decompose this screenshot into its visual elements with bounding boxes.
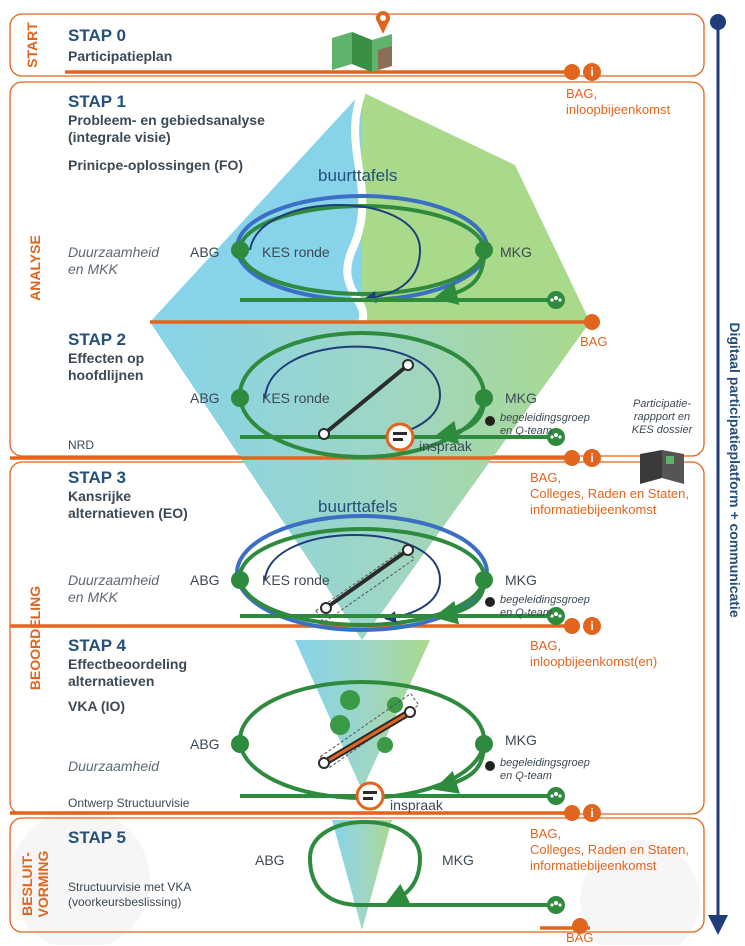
section-besluitvorming-label: BESLUIT-VORMING [19,850,51,918]
stap3-label: STAP 3 [68,468,126,487]
svg-text:i: i [590,806,593,820]
bag-info-icons: i i i i [564,63,601,934]
section-beoordeling-label: BEOORDELING [27,585,43,691]
kes-label-1: KES ronde [262,244,330,260]
stap4-label: STAP 4 [68,636,126,655]
background-texture [10,810,700,945]
stap1-title: Probleem- en gebiedsanalyse(integrale vi… [68,112,265,145]
begeleiding-dots [485,416,495,771]
mkg-label-1: MKG [500,244,532,260]
abg-label-4: ABG [190,736,220,752]
funnel-stap5 [332,820,392,930]
side-label: Digitaal participatieplatform + communic… [727,322,743,618]
inspraak-label-1: inspraak [419,438,472,454]
inspraak-bubbles [355,422,415,811]
note-bag-4: BAG,inloopbijeenkomst(en) [530,638,658,669]
stap4-note: Duurzaamheid [68,758,160,774]
svg-text:i: i [590,65,593,79]
inspraak-label-2: inspraak [390,797,443,813]
buurttafels-label-1: buurttafels [318,166,398,185]
note-bag-5: BAG,Colleges, Raden en Staten,informatie… [530,826,689,873]
map-icon [332,11,392,72]
trees-icon [330,690,403,753]
stap5-label: STAP 5 [68,828,126,847]
nrd-label: NRD [68,438,94,452]
section-frame-start [9,13,705,77]
abg-label-5: ABG [255,852,285,868]
kes-label-2: KES ronde [262,390,330,406]
mkg-label-4: MKG [505,732,537,748]
triangle-stap1 [150,92,362,322]
abg-label-2: ABG [190,390,220,406]
kes-label-3: KES ronde [262,572,330,588]
stap2-label: STAP 2 [68,330,126,349]
stap0-title: Participatieplan [68,48,173,64]
note-bag-2: BAG [580,334,608,349]
dossier-book-icon [640,450,684,484]
funnel-stap2-3 [150,322,590,640]
stap1-label: STAP 1 [68,92,126,111]
abg-label-1: ABG [190,244,220,260]
stap1-subtitle: Prinicpe-oplossingen (FO) [68,157,244,173]
funnel-stap4 [295,640,430,790]
buurttafels-label-2: buurttafels [318,497,398,516]
mkg-label-3: MKG [505,572,537,588]
mkg-label-5: MKG [442,852,474,868]
svg-text:i: i [590,451,593,465]
ontwerp-label: Ontwerp Structuurvisie [68,796,190,810]
stap4-vka: VKA (IO) [68,698,126,714]
note-bag-6: BAG [566,930,594,945]
section-frame-besluitvorming [9,817,705,933]
abg-label-3: ABG [190,572,220,588]
phase-lines [10,70,590,815]
abg-mkg-nodes [231,241,493,753]
group-icons [547,291,565,914]
mkg-label-2: MKG [505,390,537,406]
section-start-label: START [24,22,40,68]
note-bag-1: BAG,inloopbijeenkomst [566,86,671,117]
stap5-text: Structuurvisie met VKA(voorkeursbeslissi… [68,880,192,909]
section-analyse-label: ANALYSE [27,235,43,301]
stap0-label: STAP 0 [68,26,126,45]
note-bag-3: BAG,Colleges, Raden en Staten,informatie… [530,470,689,517]
svg-text:i: i [590,619,593,633]
